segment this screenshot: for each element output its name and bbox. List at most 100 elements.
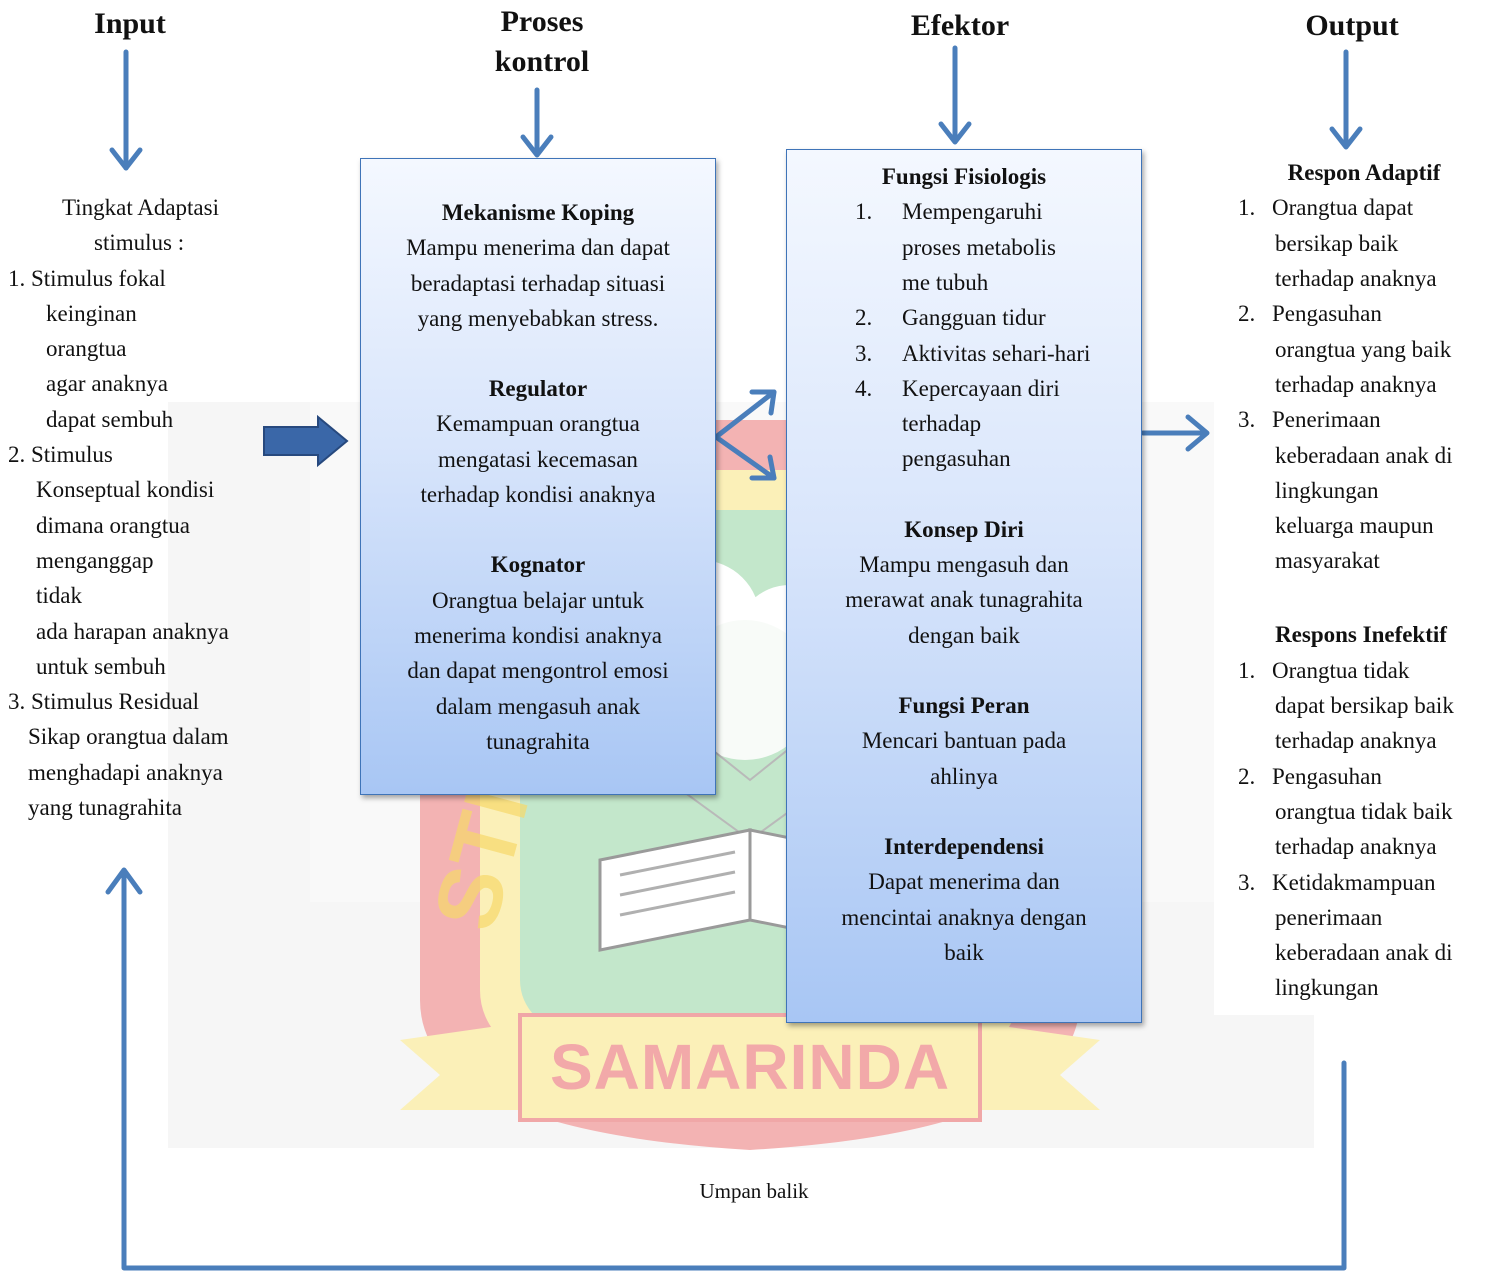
inefektif-line: dapat bersikap baik: [1275, 692, 1454, 718]
inefektif-line: Pengasuhan: [1272, 763, 1382, 789]
inefektif-num: 3.: [1238, 869, 1256, 895]
adaptif-line: keberadaan anak di: [1275, 442, 1453, 468]
header-proses-kontrol: Proses kontrol: [462, 2, 622, 82]
input-line: dapat sembuh: [46, 406, 174, 432]
regulator-line: Kemampuan orangtua: [436, 411, 640, 437]
regulator-title: Regulator: [488, 376, 588, 402]
adaptif-item: 3. Penerimaan keberadaan anak di lingkun…: [1214, 402, 1498, 579]
input-line: stimulus :: [94, 230, 185, 256]
fisiologis-num: 2.: [855, 305, 873, 331]
input-line: yang tunagrahita: [28, 795, 182, 821]
adaptif-line: Pengasuhan: [1272, 301, 1382, 327]
inefektif-line: Ketidakmampuan: [1272, 869, 1436, 895]
kognator-title: Kognator: [490, 552, 586, 578]
proses-kontrol-box: Mekanisme Koping Mampu menerima dan dapa…: [360, 158, 716, 795]
inefektif-num: 1.: [1238, 657, 1256, 683]
fungsi-peran-title: Fungsi Peran: [898, 693, 1030, 719]
fisiologis-item: 4. Kepercayaan diri terhadap pengasuhan: [787, 371, 1141, 477]
interdependensi-line: mencintai anaknya dengan: [841, 904, 1087, 930]
fisiologis-line: Gangguan tidur: [902, 305, 1046, 331]
input-line: menghadapi anaknya: [28, 759, 223, 785]
feedback-loop-arrow: [121, 869, 1347, 1271]
interdependensi-line: Dapat menerima dan: [868, 869, 1060, 895]
adaptif-item: 2. Pengasuhan orangtua yang baik terhada…: [1214, 296, 1498, 402]
interdependensi-title: Interdependensi: [884, 833, 1044, 859]
respon-adaptif-title: Respon Adaptif: [1287, 160, 1441, 185]
mekanisme-koping-line: beradaptasi terhadap situasi: [410, 270, 666, 296]
inefektif-item: 3. Ketidakmampuan penerimaan keberadaan …: [1214, 865, 1498, 1007]
fungsi-peran-line: ahlinya: [930, 763, 998, 789]
inefektif-line: terhadap anaknya: [1275, 728, 1437, 754]
fisiologis-line: Mempengaruhi: [902, 199, 1043, 225]
adaptif-line: Orangtua dapat: [1272, 195, 1414, 221]
kognator-line: Orangtua belajar untuk: [431, 587, 645, 613]
input-line: untuk sembuh: [36, 653, 166, 679]
inefektif-line: keberadaan anak di: [1275, 940, 1453, 966]
regulator-to-efektor-up: [713, 389, 777, 440]
fisiologis-item: 2. Gangguan tidur: [787, 300, 1141, 335]
fisiologis-line: Aktivitas sehari-hari: [902, 340, 1091, 366]
fisiologis-line: terhadap: [902, 411, 982, 437]
inefektif-item: 1. Orangtua tidak dapat bersikap baik te…: [1214, 653, 1498, 759]
konsep-diri-line: dengan baik: [908, 622, 1020, 648]
kognator-line: dan dapat mengontrol emosi: [407, 658, 669, 684]
header-proses-line2: kontrol: [494, 45, 590, 78]
input-line: 3. Stimulus Residual: [8, 689, 200, 715]
inefektif-num: 2.: [1238, 763, 1256, 789]
kognator-line: tunagrahita: [486, 728, 590, 754]
adaptif-line: terhadap anaknya: [1275, 265, 1437, 291]
fisiologis-num: 1.: [855, 199, 873, 225]
regulator-line: terhadap kondisi anaknya: [420, 482, 656, 508]
input-line: keinginan: [46, 300, 137, 326]
fisiologis-item: 1. Mempengaruhi proses metabolis me tubu…: [787, 194, 1141, 300]
input-line: 1. Stimulus fokal: [8, 265, 166, 291]
input-line: 2. Stimulus: [8, 442, 113, 468]
header-output: Output: [1305, 9, 1399, 42]
inefektif-line: orangtua tidak baik: [1275, 798, 1453, 824]
fisiologis-num: 3.: [855, 340, 873, 366]
inefektif-item: 2. Pengasuhan orangtua tidak baik terhad…: [1214, 759, 1498, 865]
fisiologis-line: Kepercayaan diri: [902, 375, 1060, 401]
mekanisme-koping-line: yang menyebabkan stress.: [417, 305, 659, 331]
inefektif-line: Orangtua tidak: [1272, 657, 1410, 683]
fisiologis-line: proses metabolis: [902, 234, 1056, 260]
fungsi-peran-line: Mencari bantuan pada: [861, 728, 1067, 754]
konsep-diri-line: Mampu mengasuh dan: [859, 552, 1069, 578]
respons-inefektif-title: Respons Inefektif: [1275, 622, 1447, 648]
regulator-to-efektor-down: [713, 434, 777, 481]
mekanisme-koping-line: Mampu menerima dan dapat: [406, 235, 670, 261]
adaptif-line: Penerimaan: [1272, 407, 1381, 433]
inefektif-line: terhadap anaknya: [1275, 834, 1437, 860]
input-line: menganggap: [36, 547, 154, 573]
watermark-samarinda: SAMARINDA: [549, 1031, 951, 1103]
adaptif-line: masyarakat: [1275, 548, 1380, 574]
adaptif-line: bersikap baik: [1275, 230, 1399, 256]
adaptif-line: terhadap anaknya: [1275, 371, 1437, 397]
adaptif-item: 1. Orangtua dapat bersikap baik terhadap…: [1214, 190, 1498, 296]
header-proses-line1: Proses: [500, 5, 584, 38]
inefektif-line: penerimaan: [1275, 904, 1383, 930]
input-line: agar anaknya: [46, 371, 168, 397]
feedback-label: Umpan balik: [699, 1179, 809, 1203]
input-line: Konseptual kondisi: [36, 477, 215, 503]
fisiologis-num: 4.: [855, 375, 873, 401]
adaptif-line: orangtua yang baik: [1275, 336, 1452, 362]
input-line: tidak: [36, 583, 82, 609]
adaptif-num: 2.: [1238, 301, 1256, 327]
adaptif-line: lingkungan: [1275, 477, 1379, 503]
header-efektor: Efektor: [910, 9, 1010, 42]
input-panel: Tingkat Adaptasi stimulus : 1. Stimulus …: [8, 190, 229, 825]
kognator-line: dalam mengasuh anak: [435, 693, 641, 719]
input-line: Sikap orangtua dalam: [28, 724, 229, 750]
header-input: Input: [94, 7, 166, 40]
efektor-box: Fungsi Fisiologis 1. Mempengaruhi proses…: [786, 149, 1142, 1023]
output-panel: Respon Adaptif 1. Orangtua dapat bersika…: [1214, 155, 1498, 1015]
input-line: dimana orangtua: [36, 512, 190, 538]
fungsi-fisiologis-title: Fungsi Fisiologis: [881, 164, 1047, 189]
input-line: ada harapan anaknya: [36, 618, 229, 644]
adaptif-line: keluarga maupun: [1275, 513, 1434, 539]
input-to-proses-block-arrow: [263, 414, 349, 468]
kognator-line: menerima kondisi anaknya: [414, 622, 662, 648]
interdependensi-line: baik: [944, 939, 984, 965]
